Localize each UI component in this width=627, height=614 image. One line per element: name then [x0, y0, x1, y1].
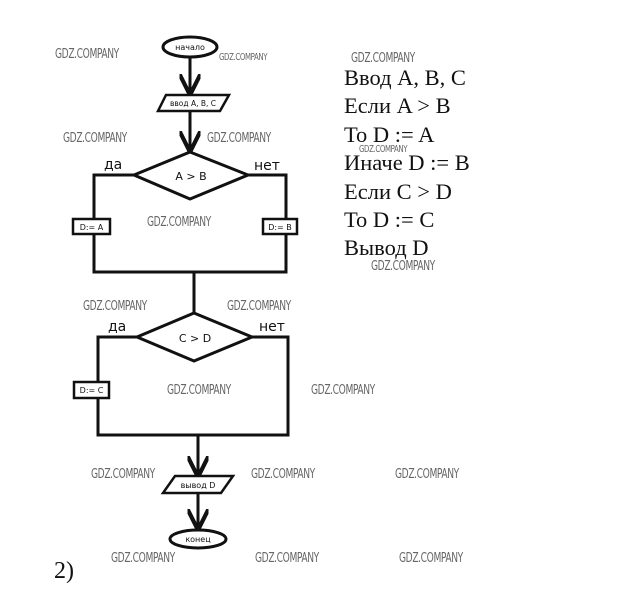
watermark: GDZ.COMPANY	[91, 467, 155, 482]
process-d-eq-a-label: D:= A	[80, 223, 104, 232]
start-label: начало	[175, 43, 205, 52]
watermark: GDZ.COMPANY	[395, 467, 459, 482]
process-d-eq-b-label: D:= B	[268, 223, 292, 232]
watermark: GDZ.COMPANY	[167, 383, 231, 398]
pseudocode-line: То D := A	[344, 121, 435, 147]
watermark: GDZ.COMPANY	[351, 51, 415, 66]
decision1-no-label: нет	[254, 158, 280, 174]
watermark: GDZ.COMPANY	[207, 131, 271, 146]
output-label: вывод D	[181, 481, 216, 490]
branch-no-2	[198, 335, 290, 437]
input-block	[155, 93, 232, 113]
start-terminal	[161, 35, 219, 59]
decision2-no-label: нет	[259, 319, 285, 335]
watermark: GDZ.COMPANY	[111, 551, 175, 566]
pseudocode-line: Если A > B	[344, 93, 451, 119]
decision1-yes-label: да	[104, 157, 122, 173]
pseudocode-line: Вывод D	[344, 235, 429, 261]
decision1-label: A > B	[175, 170, 206, 183]
pseudocode-line: Если C > D	[344, 178, 452, 204]
watermark: GDZ.COMPANY	[311, 383, 375, 398]
process-d-eq-c-label: D:= C	[80, 386, 104, 395]
process-d-eq-c	[72, 380, 111, 400]
pseudocode-block: Ввод A, B, C Если A > B То D := A Иначе …	[344, 64, 470, 263]
watermark: GDZ.COMPANY	[83, 299, 147, 314]
watermark: GDZ.COMPANY	[371, 259, 435, 274]
watermark: GDZ.COMPANY	[359, 144, 408, 155]
decision-a-gt-b	[130, 150, 252, 201]
decision2-yes-label: да	[108, 319, 126, 335]
watermark: GDZ.COMPANY	[399, 551, 463, 566]
process-d-eq-a	[71, 217, 112, 236]
decision2-label: C > D	[179, 332, 211, 345]
watermark: GDZ.COMPANY	[227, 299, 291, 314]
decision-c-gt-d	[133, 311, 256, 363]
problem-number: 2)	[54, 558, 74, 584]
pseudocode-line: То D := C	[344, 207, 435, 233]
process-d-eq-b	[261, 217, 299, 236]
input-label: ввод A, B, C	[170, 99, 216, 108]
end-label: конец	[185, 535, 211, 544]
output-block	[160, 474, 236, 495]
watermark: GDZ.COMPANY	[55, 47, 119, 62]
watermark: GDZ.COMPANY	[147, 215, 211, 230]
watermark: GDZ.COMPANY	[219, 52, 268, 63]
pseudocode-line: Ввод A, B, C	[344, 65, 466, 90]
end-terminal	[168, 528, 228, 550]
watermark: GDZ.COMPANY	[63, 131, 127, 146]
watermark: GDZ.COMPANY	[251, 467, 315, 482]
pseudocode-line: Иначе D := B	[344, 150, 470, 176]
watermark: GDZ.COMPANY	[255, 551, 319, 566]
